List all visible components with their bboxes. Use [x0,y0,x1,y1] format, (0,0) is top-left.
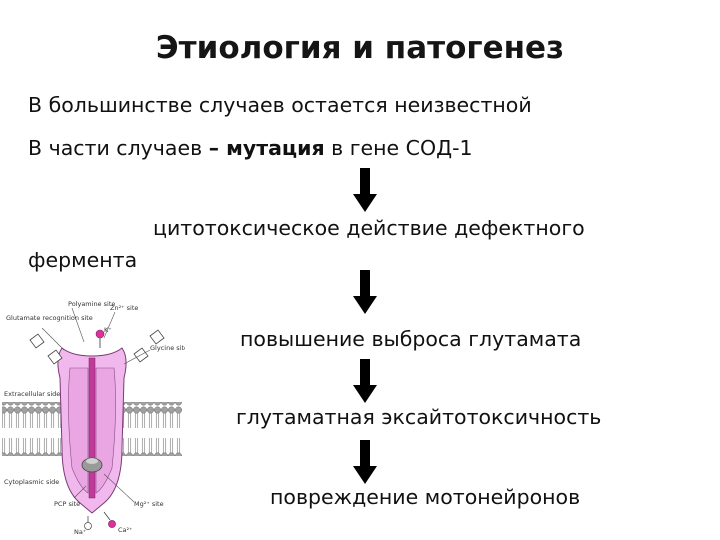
label-cytoplasmic-side: Cytoplasmic side [4,478,59,486]
step-cytotoxic-action: цитотоксическое действие дефектного [153,216,585,240]
ion-channel-pore [88,357,96,499]
step-glutamate-release: повышение выброса глутамата [240,327,582,351]
down-arrow-icon [353,440,377,484]
label-ca-ion: Ca²⁺ [118,526,133,534]
etiology-line-unknown: В большинстве случаев остается неизвестн… [28,93,532,117]
down-arrow-icon [353,168,377,212]
label-k-ion: K⁺ [104,326,112,334]
k-ion-icon [95,329,105,339]
step-excitotoxicity: глутаматная эксайтотоксичность [236,405,602,429]
mutation-prefix: В части случаев [28,136,209,160]
label-glycine-site: Glycine site [150,344,185,352]
label-glutamate-site: Glutamate recognition site [6,314,93,322]
mutation-suffix: в гене СОД-1 [324,136,473,160]
etiology-line-mutation: В части случаев – мутация в гене СОД-1 [28,136,473,160]
down-arrow-icon [353,270,377,314]
ca-ion-icon [108,520,116,528]
mutation-emphasis: – мутация [208,136,325,160]
step-motor-neuron-damage: повреждение мотонейронов [270,485,581,509]
label-zinc-site: Zn²⁺ site [110,304,138,312]
label-extracellular-side: Extracellular side [4,390,60,398]
label-na-ion: Na⁺ [74,528,86,536]
label-polyamine-site: Polyamine site [68,300,115,308]
step-cytotoxic-action-cont: фермента [28,248,138,272]
na-ion-icon [84,522,92,530]
down-arrow-icon [353,359,377,403]
label-pcp-site: PCP site [54,500,80,508]
slide-title: Этиология и патогенез [155,30,565,66]
label-mg-site: Mg²⁺ site [134,500,164,508]
nmda-receptor-figure: Polyamine site Zn²⁺ site Glutamate recog… [2,300,185,536]
